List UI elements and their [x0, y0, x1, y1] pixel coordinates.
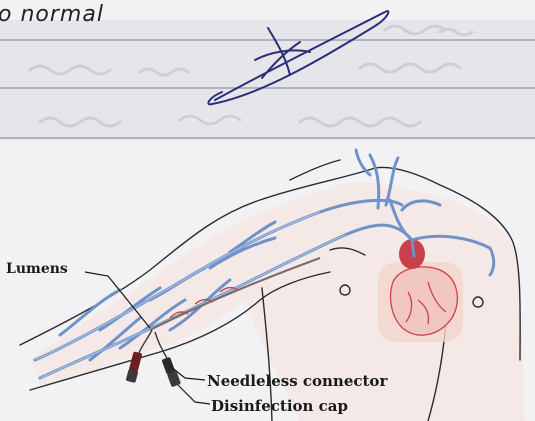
- label-lumens: Lumens: [6, 261, 68, 277]
- handwritten-note: o normal: [0, 2, 104, 27]
- label-disinfection-cap: Disinfection cap: [211, 397, 348, 415]
- label-needleless-connector: Needleless connector: [207, 372, 387, 390]
